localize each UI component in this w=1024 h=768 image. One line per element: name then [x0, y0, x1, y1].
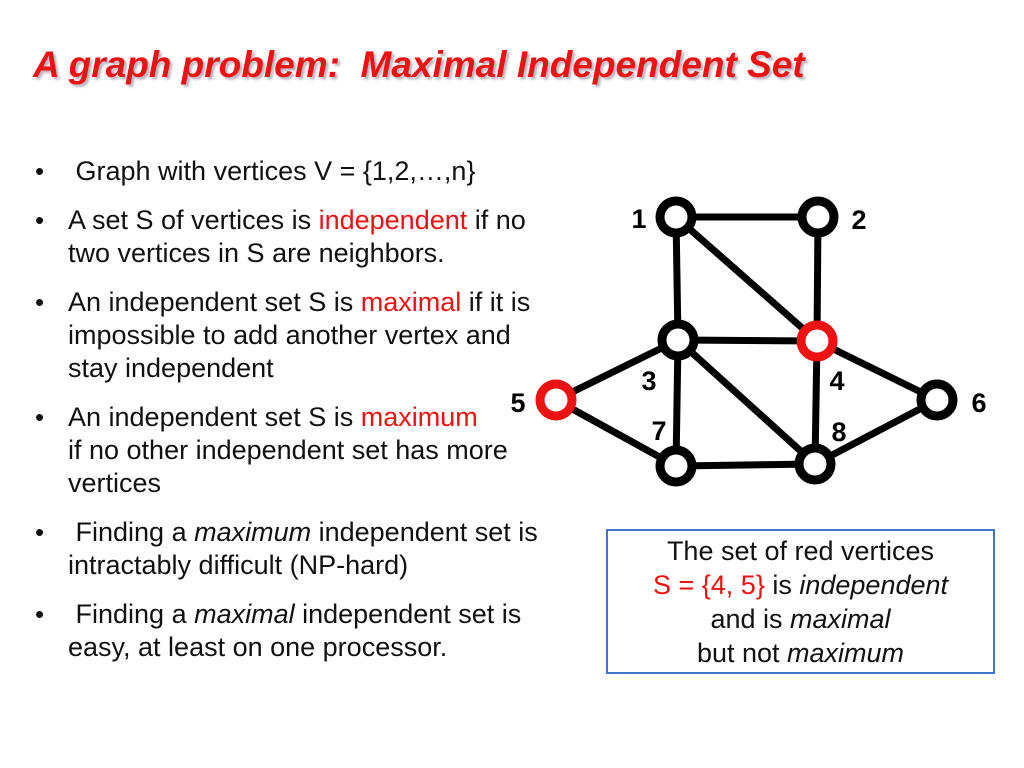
- text-line: stay independent: [68, 352, 610, 385]
- text-run: and is: [710, 604, 791, 634]
- vertex-label-1: 1: [631, 204, 646, 234]
- text-line: vertices: [68, 467, 610, 500]
- italic-term: maximal: [194, 599, 295, 629]
- highlight-red-text: maximum: [360, 402, 478, 432]
- text-run: Finding a: [68, 599, 195, 629]
- text-line: An independent set S is maximal if it is: [68, 286, 610, 319]
- bullet-marker: •: [35, 156, 45, 186]
- vertex-label-3: 3: [641, 366, 656, 396]
- edge-6-8: [813, 396, 939, 468]
- text-run: independent set is: [294, 599, 522, 629]
- text-line: Graph with vertices V = {1,2,…,n}: [68, 155, 610, 188]
- text-run: A set S of vertices is: [68, 205, 319, 235]
- bullet-item-1: • Graph with vertices V = {1,2,…,n}: [35, 155, 610, 188]
- text-line: if no other independent set has more: [68, 434, 610, 467]
- vertex-5: [535, 379, 577, 421]
- highlight-red-text: independent: [318, 205, 468, 235]
- bullet-item-3: • An independent set S is maximal if it i…: [35, 286, 610, 385]
- text-run: independent set is: [311, 517, 538, 547]
- text-line: S = {4, 5} is independent: [608, 568, 993, 602]
- slide-title: A graph problem: Maximal Independent Set: [33, 44, 805, 85]
- text-line: easy, at least on one processor.: [68, 631, 610, 664]
- vertex-6: [916, 379, 958, 421]
- vertex-4: [796, 320, 838, 362]
- edge-3-4: [677, 336, 818, 345]
- text-run: easy, at least on one processor.: [68, 632, 448, 662]
- bullet-list: • Graph with vertices V = {1,2,…,n}•A se…: [35, 155, 610, 680]
- text-run: An independent set S is: [68, 287, 361, 317]
- edge-5-7: [554, 396, 678, 470]
- highlight-red-text: S = {4, 5}: [652, 570, 765, 600]
- text-run: An independent set S is: [68, 402, 361, 432]
- bullet-marker: •: [35, 205, 45, 235]
- text-line: The set of red vertices: [608, 534, 993, 568]
- text-line: A set S of vertices is independent if no: [68, 204, 610, 237]
- text-run: if no other independent set has more: [68, 435, 508, 465]
- bullet-item-2: • A set S of vertices is independent if n…: [35, 204, 610, 270]
- text-run: Graph with vertices V = {1,2,…,n}: [68, 156, 476, 186]
- vertex-label-7: 7: [651, 416, 666, 446]
- text-run: Finding a: [68, 517, 195, 547]
- bullet-marker: •: [35, 287, 45, 317]
- text-run: intractably difficult (NP-hard): [68, 550, 409, 580]
- edge-1-3: [672, 216, 682, 341]
- text-run: is: [764, 570, 800, 600]
- text-run: stay independent: [68, 353, 274, 383]
- vertex-label-8: 8: [831, 417, 846, 447]
- bullet-text: A set S of vertices is independent if no…: [68, 204, 610, 270]
- text-run: vertices: [68, 468, 162, 498]
- vertex-2: [797, 196, 839, 238]
- text-line: but not maximum: [608, 636, 993, 670]
- text-line: impossible to add another vertex and: [68, 319, 610, 352]
- text-run: if no: [467, 205, 526, 235]
- text-line: two vertices in S are neighbors.: [68, 237, 610, 270]
- bullet-marker: •: [35, 402, 45, 432]
- italic-term: independent: [799, 570, 949, 600]
- edge-3-8: [675, 337, 818, 467]
- bullet-text: Graph with vertices V = {1,2,…,n}: [68, 155, 610, 188]
- vertex-label-5: 5: [510, 388, 525, 418]
- text-run: impossible to add another vertex and: [68, 320, 511, 350]
- highlight-red-text: maximal: [360, 287, 462, 317]
- edge-4-8: [811, 340, 821, 465]
- bullet-marker: •: [35, 517, 45, 547]
- text-run: if it is: [461, 287, 531, 317]
- edge-4-6: [815, 337, 939, 404]
- edge-3-5: [554, 336, 680, 404]
- vertex-label-6: 6: [971, 388, 986, 418]
- edge-1-4: [673, 214, 820, 344]
- italic-term: maximum: [194, 517, 312, 547]
- text-line: intractably difficult (NP-hard): [68, 549, 610, 582]
- text-line: An independent set S is maximum: [68, 401, 610, 434]
- edge-3-7: [672, 339, 682, 467]
- italic-term: maximum: [787, 638, 905, 668]
- text-run: two vertices in S are neighbors.: [68, 238, 445, 268]
- vertex-7: [655, 445, 697, 487]
- vertex-3: [657, 319, 699, 361]
- text-line: Finding a maximal independent set is: [68, 598, 610, 631]
- bullet-marker: •: [35, 599, 45, 629]
- text-run: The set of red vertices: [666, 536, 935, 566]
- vertex-8: [794, 443, 836, 485]
- bullet-text: An independent set S is maximal if it is…: [68, 286, 610, 385]
- edge-2-4: [813, 216, 822, 342]
- text-line: and is maximal: [608, 602, 993, 636]
- edge-7-8: [675, 460, 816, 470]
- vertex-label-2: 2: [851, 205, 866, 235]
- text-run: but not: [696, 638, 788, 668]
- italic-term: maximal: [790, 604, 891, 634]
- vertex-label-4: 4: [829, 366, 844, 396]
- vertex-1: [655, 196, 697, 238]
- text-line: Finding a maximum independent set is: [68, 516, 610, 549]
